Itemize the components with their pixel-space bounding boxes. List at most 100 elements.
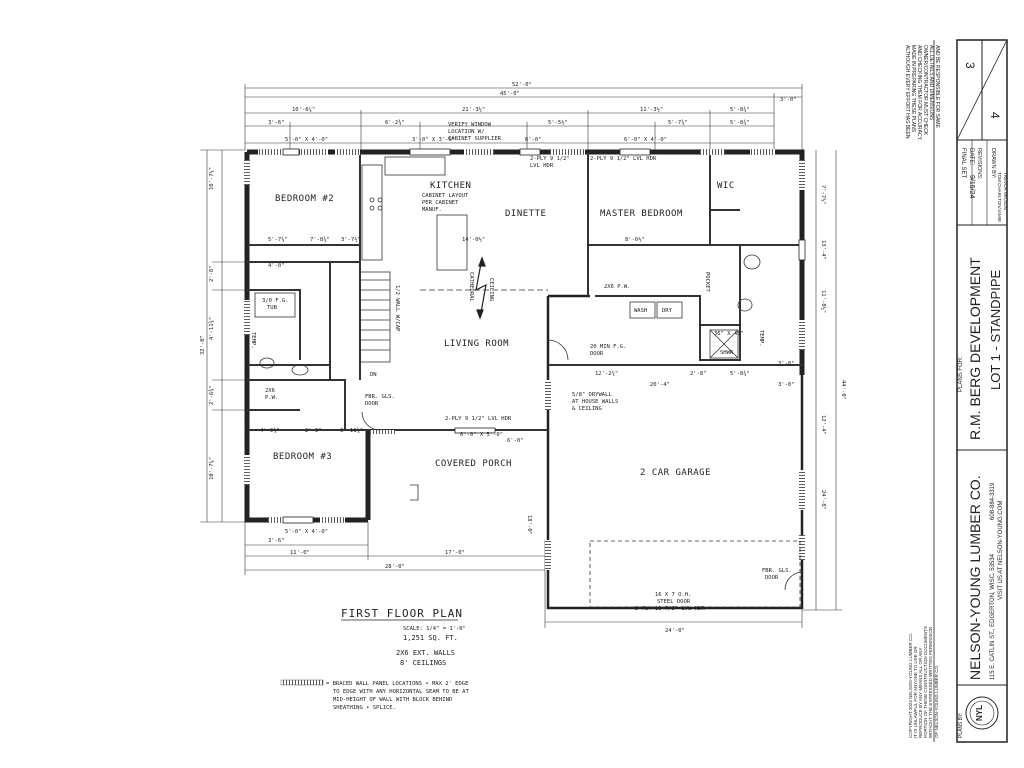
- room-living: LIVING ROOM: [444, 339, 509, 349]
- note-drywall-1: 5/8" DRYWALL: [572, 392, 612, 398]
- plans-for-label: PLANS FOR:: [958, 356, 964, 392]
- note-verify-window-2: LOCATION W/: [448, 129, 484, 135]
- company-phone: 608-884-3319: [990, 482, 996, 520]
- note-shwr: SHWR: [720, 350, 734, 356]
- dim-left-overall: 32'-0": [200, 335, 206, 355]
- drawn-by-1: TOM CHARLTON/JAMIE: [997, 172, 1002, 222]
- note-garage-door-3: 2-PLY 11 7/8" LVL HDR: [635, 606, 705, 612]
- plan-ceilings: 8' CEILINGS: [400, 659, 446, 667]
- dim-bot-overall: 28'-0": [385, 564, 405, 570]
- note-dry: DRY: [662, 308, 673, 314]
- dimension-labels: 52'-0" 45'-0" 3'-0" 10'-6¼" 21'-3½" 11'-…: [200, 82, 846, 634]
- legend-line-1: = BRACED WALL PANEL LOCATIONS • MAX 2' E…: [326, 681, 468, 687]
- company-logo: NYL: [965, 696, 999, 730]
- note-fbr-door-1a: FBR. GLS.: [365, 394, 395, 400]
- plan-walls: 2X6 EXT. WALLS: [396, 649, 455, 657]
- note-header-1a: 2-PLY 9 1/2": [530, 156, 570, 162]
- dim-overall-top-3: 3'-0": [780, 97, 797, 103]
- disclaimer-6: AND BE RESPONSIBLE FOR SAME: [934, 45, 940, 128]
- dim-4-0: 4'-0": [268, 263, 285, 269]
- dim-garage-5: 5'-8¾": [730, 371, 750, 377]
- dim-openings-3: 6'-0": [525, 137, 542, 143]
- note-cabinet-1: CABINET LAYOUT: [422, 193, 469, 199]
- dim-right-2: 13'-4": [820, 240, 826, 260]
- note-drywall-3: & CEILING: [572, 406, 602, 412]
- dim-bot-1: 3'-6": [268, 538, 285, 544]
- dim-porch-6: 6'-0": [507, 438, 524, 444]
- note-fbr-door-2a: FBR. GLS.: [762, 568, 792, 574]
- note-shower-size: 36" X 48": [714, 331, 744, 337]
- note-verify-window-1: VERIFY WINDOW: [448, 122, 492, 128]
- dim-right-g1: 3'-0": [778, 382, 795, 388]
- dim-right-g3: 24'-8": [820, 490, 826, 510]
- disclaimer-2: MADE IN PREPARING THESE PLANS: [910, 45, 916, 133]
- dim-bot-2: 11'-0": [290, 550, 310, 556]
- copyright-6: OF NELSON-YOUNG LUMBER CO.: [934, 665, 939, 738]
- company-address: 115 E. CATLIN ST., EDGERTON, WISC. 53534: [990, 553, 996, 680]
- dim-bot-garage: 24'-0": [665, 628, 685, 634]
- dim-garage-2: 2'-8": [690, 371, 707, 377]
- note-pantry-2: P.W.: [265, 395, 278, 401]
- dim-win-6: 5'-8¾": [730, 120, 750, 126]
- dim-right-overall: 44'-0": [840, 380, 846, 400]
- note-tub-2: TUB: [267, 305, 278, 311]
- dim-right-3: 11'-8½": [820, 290, 827, 313]
- copyright-4: PORTION OF THESE CONSTRUCTION DOCUMENTS: [923, 626, 928, 738]
- disclaimer-5: ALL DETAILS AND DIMENSIONS: [928, 45, 934, 121]
- dim-garage-12: 12'-2¾": [595, 371, 618, 377]
- legend-line-3: MID-HEIGHT OF WALL WITH BLOCK BEHIND: [333, 697, 452, 703]
- note-pocket: POCKET: [704, 272, 710, 293]
- room-kitchen: KITCHEN: [430, 181, 471, 191]
- dim-left-2: 2'-8": [209, 265, 215, 282]
- dim-8: 8'-0½": [625, 236, 645, 243]
- dim-5-7: 5'-7¾": [268, 237, 288, 243]
- dim-seg-2: 21'-3½": [462, 106, 485, 113]
- plan-sqft: 1,251 SQ. FT.: [403, 634, 458, 642]
- note-tub-1: 3/0 F.G.: [262, 298, 289, 304]
- dim-win-2: 6'-2¾": [385, 120, 405, 126]
- side-dimension-lines: [200, 149, 842, 628]
- note-header-master: 2-PLY 9 1/2" LVL HDR: [590, 156, 657, 162]
- dim-left-5: 10'-7¼": [209, 457, 215, 480]
- dim-4-9: 4'-9¾": [260, 428, 280, 434]
- sheet-number: 3: [963, 62, 977, 69]
- room-covered-porch: COVERED PORCH: [435, 459, 512, 469]
- dim-overall-top-2: 45'-0": [500, 91, 520, 97]
- dim-openings-4: 6'-0" X 4'-0": [624, 137, 667, 143]
- top-dimension-lines: [244, 84, 803, 350]
- dim-seg-1: 10'-6¼": [292, 107, 315, 113]
- dim-openings-1: 5'-0" X 4'-0": [285, 137, 328, 143]
- room-bedroom-3: BEDROOM #3: [273, 452, 332, 462]
- date-label: DATE:: [968, 148, 974, 166]
- note-temp-2: TEMP.: [758, 330, 764, 347]
- note-fbr-door-2b: DOOR: [765, 575, 779, 581]
- disclaimer-1: ALTHOUGH EVERY EFFORT HAS BEEN: [904, 45, 910, 139]
- dim-2-3: 2'-3": [305, 428, 322, 434]
- dim-bot-3: 17'-0": [445, 550, 465, 556]
- dim-win-1: 3'-6": [268, 120, 285, 126]
- legend-braced-wall-symbol: [280, 679, 324, 686]
- note-garage-door-1: 16 X 7 O.H.: [655, 592, 691, 598]
- revisions-label: REVISIONS:: [976, 148, 982, 180]
- room-master-bedroom: MASTER BEDROOM: [600, 209, 683, 219]
- plan-title: FIRST FLOOR PLAN: [341, 607, 463, 620]
- note-fbr-door-1b: DOOR: [365, 401, 379, 407]
- dim-win-5: 5'-7¾": [668, 120, 688, 126]
- note-verify-window-3: CABINET SUPPLIER: [448, 136, 502, 142]
- dim-14: 14'-0½": [462, 236, 485, 243]
- room-dinette: DINETTE: [505, 209, 546, 219]
- cathedral-ceiling-arrow: [475, 256, 487, 320]
- note-cathedral-2: CEILING: [488, 278, 494, 301]
- note-cabinet-3: MANUF.: [422, 207, 442, 213]
- legend-line-2: TO EDGE WITH ANY HORIZONTAL SEAM TO BE A…: [333, 689, 469, 695]
- note-temp: TEMP.: [250, 332, 256, 349]
- dim-right-1: 7'-7½": [820, 185, 827, 205]
- copyright-2: IT IS UNLAWFUL FOR ANYONE TO USE OR: [913, 646, 918, 738]
- dim-3-7: 3'-7½": [341, 236, 361, 243]
- dim-garage-3: 3'-0": [778, 361, 795, 367]
- note-fire-door-2: DOOR: [590, 351, 604, 357]
- dim-left-4: 2'-6¾": [209, 385, 215, 405]
- plans-by-label: PLANS BY:: [958, 712, 964, 738]
- dim-porch-window: 6'-0" X 5'-0": [460, 432, 503, 438]
- braced-wall-panels: [244, 149, 805, 570]
